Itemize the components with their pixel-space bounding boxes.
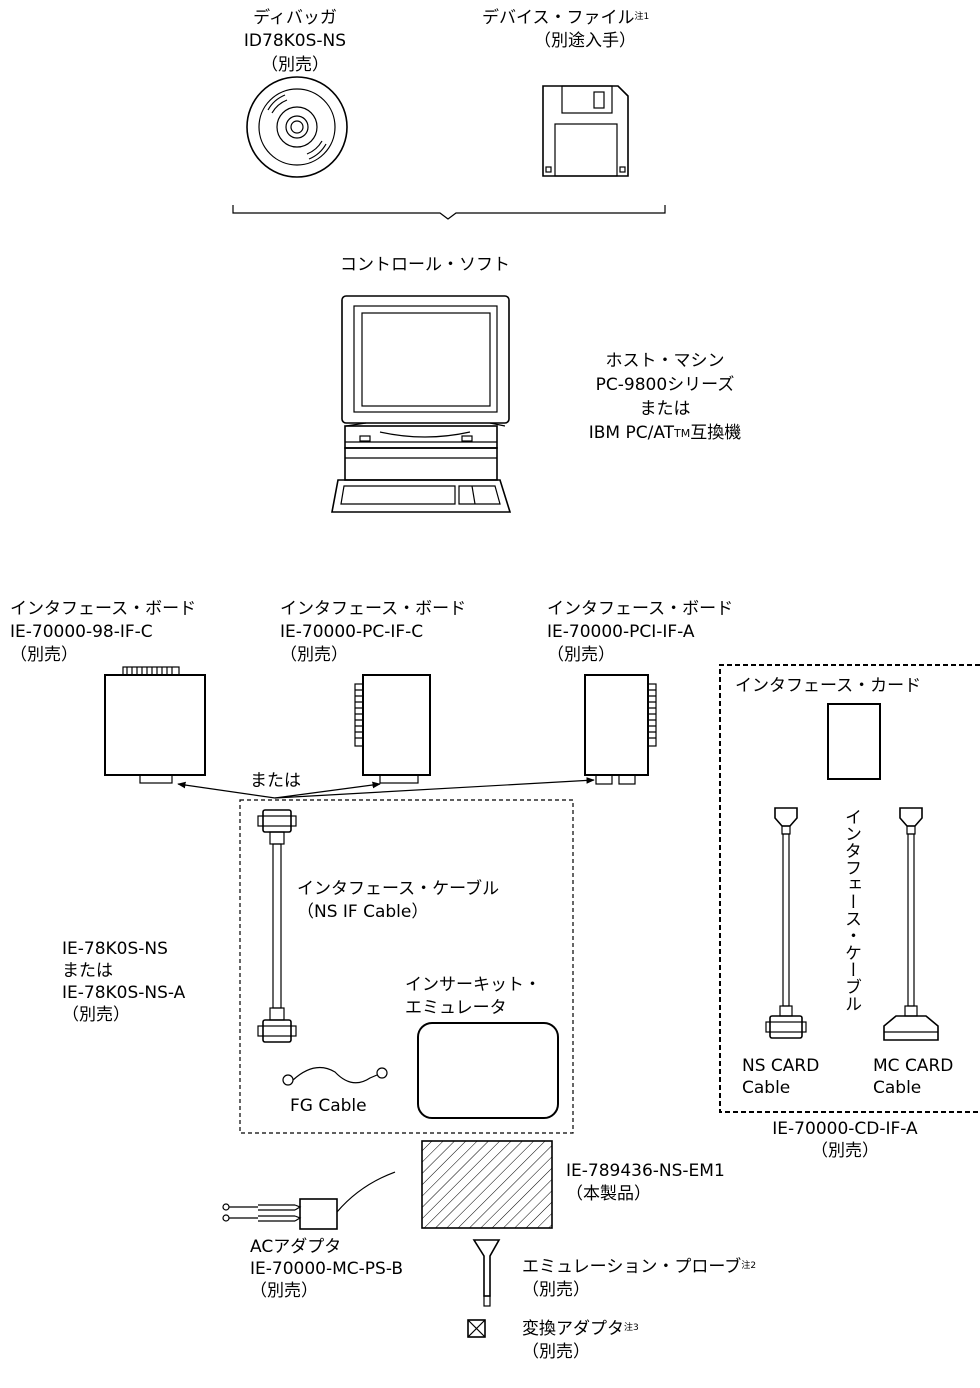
mc-card-cable-line1: MC CARD — [873, 1056, 954, 1076]
product-model: IE-789436-NS-EM1 — [566, 1161, 725, 1181]
board3-name: インタフェース・ボード — [547, 599, 734, 619]
interface-card-model: IE-70000-CD-IF-A — [772, 1119, 918, 1139]
ns-if-cable-sub: （NS IF Cable） — [297, 902, 429, 922]
interface-card-note: （別売） — [811, 1141, 879, 1161]
device-file-note: （別途入手） — [534, 31, 636, 51]
board1-model: IE-70000-98-IF-C — [10, 622, 153, 642]
conversion-adapter-footnote: 注3 — [624, 1323, 639, 1333]
ns-card-cable-line2: Cable — [742, 1078, 791, 1098]
host-line3: または — [639, 399, 691, 419]
host-line2: PC-9800シリーズ — [595, 375, 735, 395]
board2-note: （別売） — [280, 645, 348, 665]
ac-adapter-model: IE-70000-MC-PS-B — [250, 1259, 404, 1279]
board2-name: インタフェース・ボード — [280, 599, 467, 619]
software-group-brace — [232, 205, 666, 220]
probe-name: エミュレーション・プローブ注2 — [522, 1257, 757, 1277]
kit-label-line3: IE-78K0S-NS-A — [62, 983, 186, 1003]
conversion-adapter-name: 変換アダプタ注3 — [522, 1319, 639, 1339]
board3-model: IE-70000-PCI-IF-A — [547, 622, 695, 642]
debugger-note: （別売） — [261, 55, 329, 75]
interface-card-icon — [827, 703, 881, 780]
fg-cable-label: FG Cable — [290, 1096, 367, 1116]
board1-note: （別売） — [10, 645, 78, 665]
in-circuit-emulator-icon — [417, 1022, 559, 1119]
kit-label-line1: IE-78K0S-NS — [62, 939, 168, 959]
debugger-name: ディバッガ — [253, 8, 337, 28]
device-file-name: デバイス・ファイル注1 — [482, 8, 650, 28]
board1-name: インタフェース・ボード — [10, 599, 197, 619]
probe-note: （別売） — [522, 1280, 590, 1300]
conversion-adapter-icon — [467, 1319, 486, 1338]
board2-model: IE-70000-PC-IF-C — [280, 622, 424, 642]
host-line1: ホスト・マシン — [605, 351, 725, 371]
ns-if-cable-name: インタフェース・ケーブル — [297, 879, 500, 899]
fg-cable-icon — [282, 1066, 388, 1086]
host-line4: IBM PC/ATTM互換機 — [588, 423, 742, 443]
emulator-line1: インサーキット・ — [405, 975, 541, 995]
ac-adapter-note: （別売） — [250, 1281, 318, 1301]
probe-footnote: 注2 — [741, 1261, 757, 1271]
trademark-mark: TM — [674, 427, 691, 440]
ac-adapter-name: ACアダプタ — [250, 1237, 342, 1257]
ac-adapter-icon — [222, 1171, 396, 1230]
interface-board-pci-icon — [584, 674, 657, 785]
emulator-kit-box — [239, 799, 574, 1134]
board3-note: （別売） — [547, 645, 615, 665]
emulator-line2: エミュレータ — [405, 998, 507, 1018]
control-software-label: コントロール・ソフト — [340, 255, 510, 275]
debugger-model: ID78K0S-NS — [243, 31, 347, 51]
conversion-adapter-note: （別売） — [522, 1342, 590, 1362]
interface-card-title: インタフェース・カード — [735, 676, 922, 696]
or-label: または — [250, 771, 301, 791]
interface-card-group-box — [719, 664, 980, 1113]
cd-rom-icon — [246, 76, 348, 178]
mc-card-cable-icon — [883, 807, 939, 1041]
interface-board-pc-icon — [354, 674, 431, 784]
kit-label-line2: または — [62, 961, 113, 981]
ns-card-cable-line1: NS CARD — [742, 1056, 820, 1076]
mc-card-cable-line2: Cable — [873, 1078, 922, 1098]
device-file-footnote: 注1 — [634, 12, 650, 22]
ns-if-cable-icon — [257, 809, 297, 1043]
host-computer-icon — [331, 295, 512, 513]
ns-card-cable-icon — [765, 807, 807, 1039]
emulation-probe-icon — [472, 1239, 501, 1307]
product-emulation-board-icon — [421, 1140, 553, 1229]
floppy-disk-icon — [542, 85, 629, 177]
kit-label-line4: （別売） — [62, 1005, 130, 1025]
product-note: （本製品） — [566, 1184, 651, 1204]
card-cable-vertical-label: インタフェース・ケーブル — [841, 808, 861, 1012]
interface-board-98-icon — [104, 666, 206, 784]
